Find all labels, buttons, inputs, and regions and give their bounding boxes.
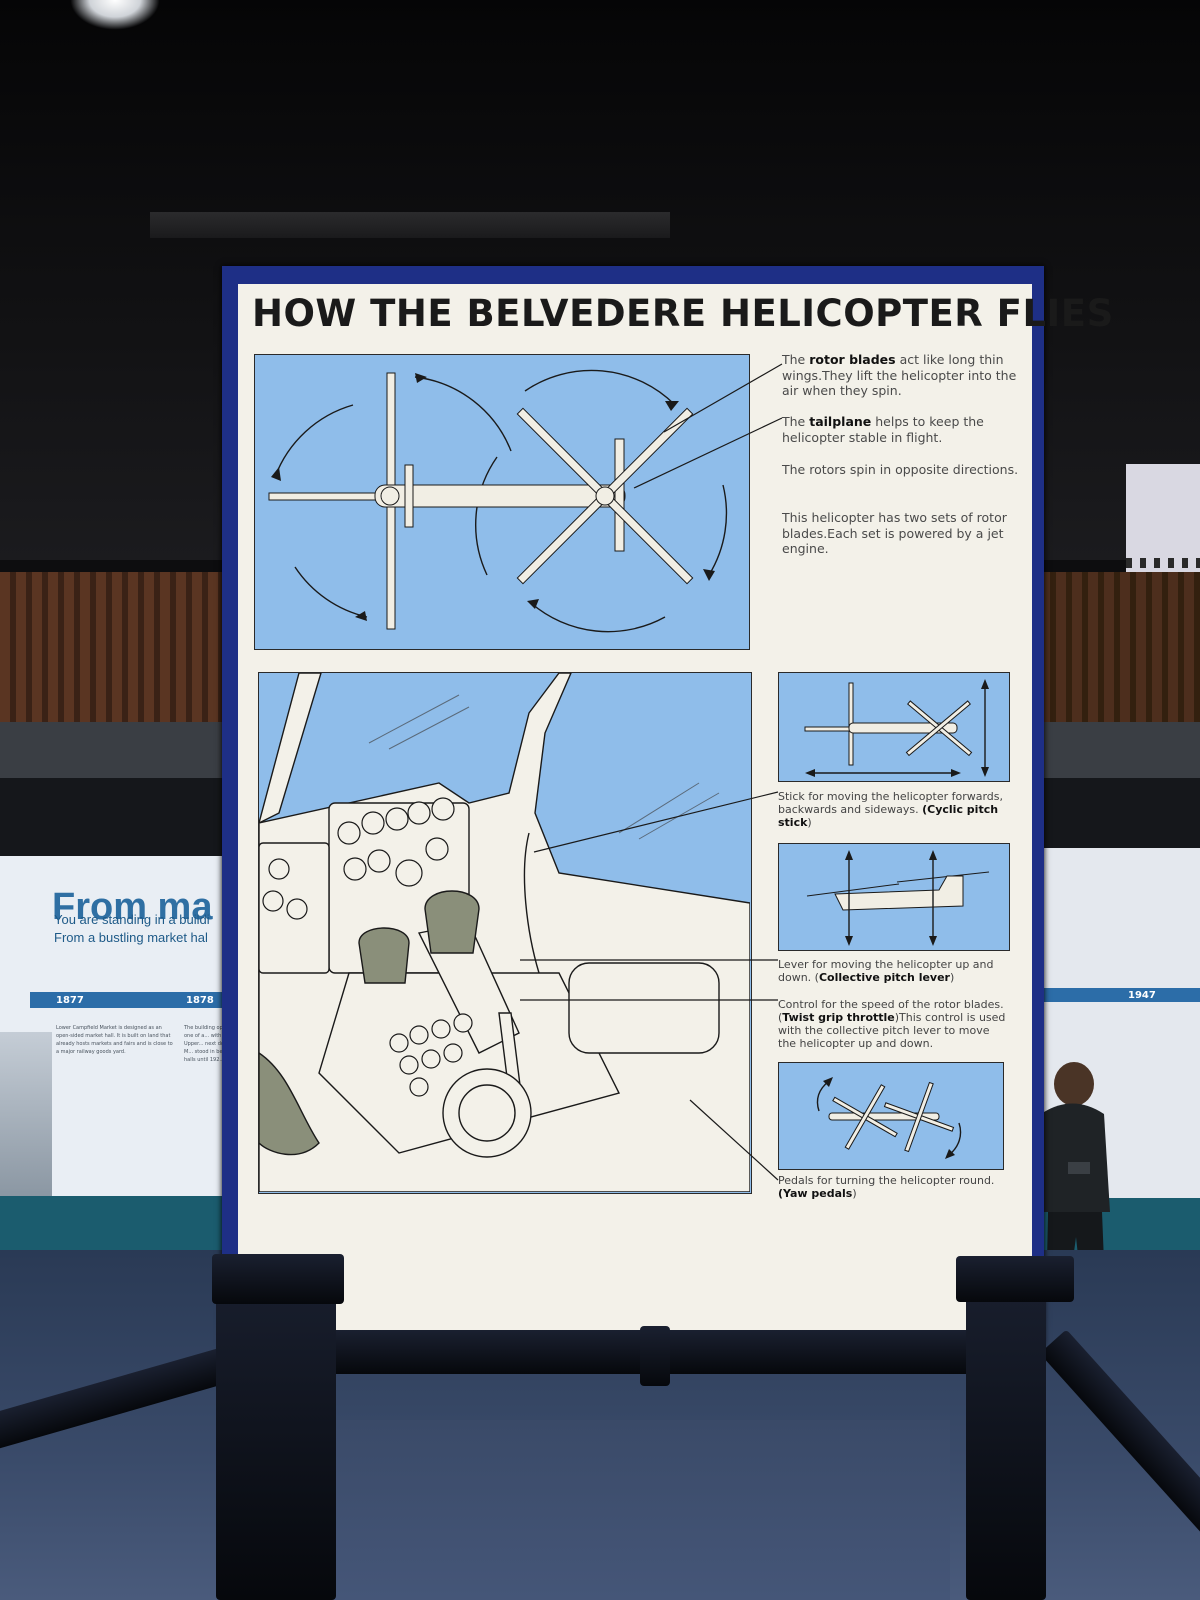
timeline-bar — [1038, 988, 1200, 1002]
timeline-year: 1947 — [1128, 990, 1156, 1001]
exhibit-copy: Lower Campfield Market is designed as an… — [56, 1025, 173, 1055]
note-text: The — [782, 414, 810, 429]
note-text: Pedals for turning the helicopter round. — [778, 1174, 995, 1187]
rotor-diagram — [254, 354, 750, 650]
timeline-year: 1878 — [186, 995, 214, 1006]
ceiling-beam — [150, 212, 670, 238]
helicopter-rotation-icon — [816, 1077, 962, 1159]
control-leader-lines — [520, 791, 779, 1181]
note-text: Lever for moving the helicopter up and d… — [778, 958, 994, 984]
note-text: Control for the speed of the rotor blade… — [778, 998, 1004, 1024]
railing-clamp — [640, 1326, 670, 1386]
cyclic-stick-note: Stick for moving the helicopter forwards… — [778, 790, 1010, 829]
tailplane-note: The tailplane helps to keep the helicopt… — [782, 414, 1028, 445]
exhibit-copy: The building op... It is one of a... wit… — [184, 1025, 240, 1063]
floor-area — [330, 1420, 950, 1600]
jet-engine-note: This helicopter has two sets of rotor bl… — [782, 510, 1007, 556]
timeline-bar — [30, 992, 242, 1008]
note-keyword: Collective pitch lever — [818, 971, 950, 984]
note-keyword: tailplane — [809, 414, 872, 429]
gallery-ledge-left — [0, 722, 236, 778]
wood-panelling-left — [0, 572, 236, 722]
cyclic-diagram — [778, 672, 1010, 782]
cockpit-icon — [259, 673, 751, 1193]
note-text: ) — [949, 971, 955, 984]
note-keyword: (Cyclic pitch stick — [778, 803, 999, 829]
rotor-direction-note: The rotors spin in opposite directions. — [782, 462, 1019, 477]
railing-post-cap — [956, 1256, 1074, 1302]
collective-lever-note: Lever for moving the helicopter up and d… — [778, 958, 1010, 984]
exhibit-panel-subtitle: You are standing in a buildi — [54, 912, 210, 927]
gallery-ledge-right — [1040, 722, 1200, 778]
helicopter-top-view-icon — [804, 679, 989, 777]
window — [1126, 464, 1200, 572]
railing-post-cap — [212, 1254, 344, 1304]
note-text: )This control is used with the collectiv… — [778, 1011, 1006, 1050]
timeline-year: 1877 — [56, 995, 84, 1006]
exhibit-panel-left: From ma You are standing in a buildi Fro… — [0, 856, 242, 1196]
window-bars — [1126, 558, 1200, 568]
note-text: ) — [852, 1187, 857, 1200]
exhibit-base-left — [0, 1196, 242, 1256]
note-text: Stick for moving the helicopter forwards… — [778, 790, 1004, 816]
throttle-note: Control for the speed of the rotor blade… — [778, 998, 1010, 1050]
railing-post — [216, 1256, 336, 1600]
railing-post — [966, 1262, 1046, 1600]
rotor-blades-note: The rotor blades act like long thin wing… — [782, 352, 1028, 399]
note-keyword: rotor blades — [809, 352, 896, 367]
collective-diagram — [778, 843, 1010, 951]
note-text: act like long thin wings.They lift the h… — [782, 352, 1017, 398]
yaw-diagram — [778, 1062, 1004, 1170]
helicopter-top-view-icon — [268, 369, 728, 633]
sign-title: HOW THE BELVEDERE HELICOPTER FLIES — [252, 292, 1114, 335]
exhibit-panel-title: From ma — [52, 886, 213, 928]
note-text: The — [782, 352, 810, 367]
note-text: ) — [807, 816, 812, 829]
helicopter-side-view-icon — [806, 850, 990, 946]
exhibit-photo — [0, 1032, 52, 1196]
yaw-pedals-note: Pedals for turning the helicopter round.… — [778, 1174, 1010, 1200]
note-keyword: (Yaw pedals — [778, 1187, 853, 1200]
exhibit-panel-subtitle: From a bustling market hal — [54, 930, 208, 945]
note-keyword: Twist grip throttle — [782, 1011, 895, 1024]
leader-lines — [633, 363, 783, 489]
note-text: helps to keep the helicopter stable in f… — [782, 414, 984, 445]
wood-panelling-right — [1040, 572, 1200, 722]
cockpit-illustration — [258, 672, 752, 1194]
